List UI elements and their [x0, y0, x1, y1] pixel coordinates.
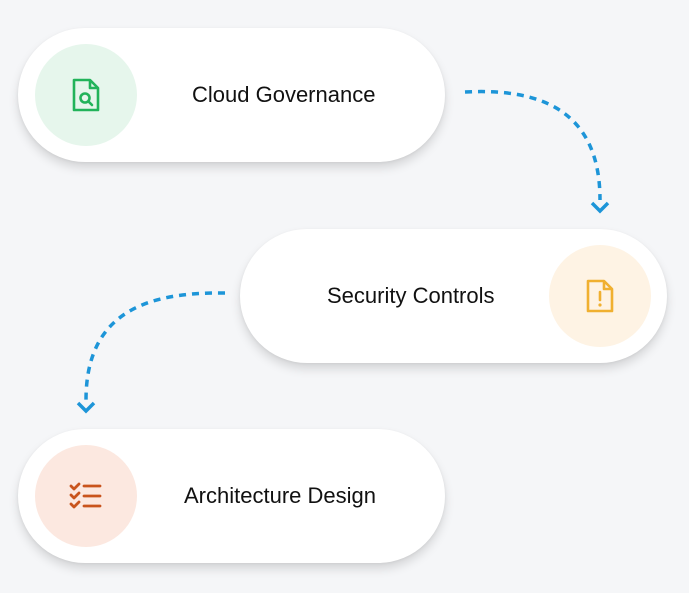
file-search-icon	[72, 78, 100, 112]
checklist-icon	[69, 482, 102, 509]
connector-arrow-1	[464, 89, 602, 201]
step-label: Cloud Governance	[192, 82, 376, 107]
file-alert-icon	[586, 279, 614, 313]
step-label: Security Controls	[327, 283, 495, 308]
step-card-security-controls[interactable]: Security Controls	[240, 229, 667, 363]
arrowhead-2	[76, 401, 96, 414]
icon-circle	[35, 44, 137, 146]
icon-circle	[35, 445, 137, 547]
step-card-architecture-design[interactable]: Architecture Design	[18, 429, 445, 563]
step-label: Architecture Design	[184, 483, 376, 508]
step-card-cloud-governance[interactable]: Cloud Governance	[18, 28, 445, 162]
connector-arrow-2	[84, 291, 226, 401]
arrowhead-1	[590, 201, 610, 214]
icon-circle	[549, 245, 651, 347]
